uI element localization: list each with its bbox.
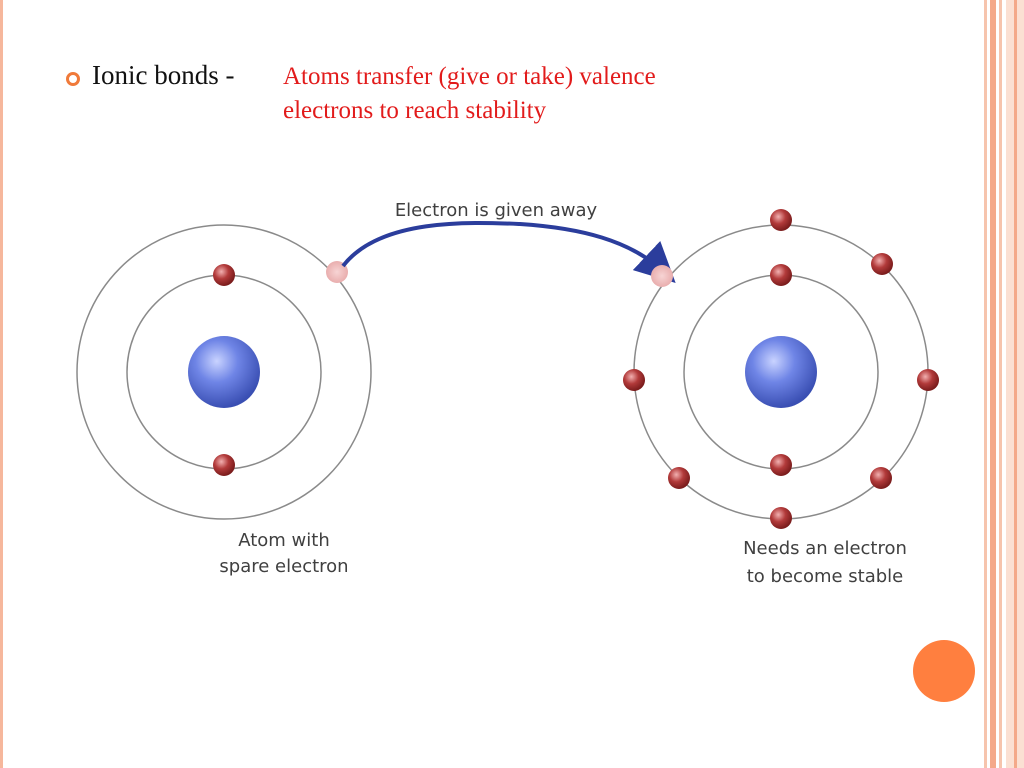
right-atom-electron	[770, 209, 792, 231]
right-atom-electron	[870, 467, 892, 489]
left-atom-outer-shell	[76, 224, 372, 520]
bullet-icon	[66, 72, 80, 86]
left-atom-electron	[213, 454, 235, 476]
decorative-orange-dot	[913, 640, 975, 702]
right-border-stripe-3	[999, 0, 1002, 768]
left-atom-caption-line-1: Atom with	[238, 530, 330, 551]
right-atom-electron	[770, 264, 792, 286]
left-atom-nucleus	[188, 336, 260, 408]
bullet-description: Atoms transfer (give or take) valence el…	[283, 60, 803, 128]
bullet-description-line-2: electrons to reach stability	[283, 97, 547, 124]
right-border-stripe-2	[990, 0, 996, 768]
right-atom-caption-line-1: Needs an electron	[743, 538, 907, 559]
left-atom-departing-electron	[326, 261, 348, 283]
right-atom-caption-line-2: to become stable	[747, 566, 904, 587]
bullet-label: Ionic bonds -	[92, 60, 235, 90]
left-atom-electron	[213, 264, 235, 286]
right-atom-electron	[917, 369, 939, 391]
right-atom-electron	[770, 454, 792, 476]
left-border-stripe	[0, 0, 3, 768]
right-atom-electron	[623, 369, 645, 391]
right-atom-electron	[770, 507, 792, 529]
right-atom	[623, 209, 939, 529]
right-atom-receiving-slot	[651, 265, 673, 287]
right-atom-electron	[668, 467, 690, 489]
right-border-stripe-5	[1014, 0, 1017, 768]
left-atom-caption-line-2: spare electron	[219, 556, 348, 577]
left-atom	[76, 224, 372, 520]
right-atom-nucleus	[745, 336, 817, 408]
right-border-stripe-1	[984, 0, 987, 768]
right-atom-electron	[871, 253, 893, 275]
bullet-description-line-1: Atoms transfer (give or take) valence	[283, 63, 656, 90]
transfer-label: Electron is given away	[395, 200, 598, 221]
electron-transfer-arrow	[341, 220, 676, 283]
